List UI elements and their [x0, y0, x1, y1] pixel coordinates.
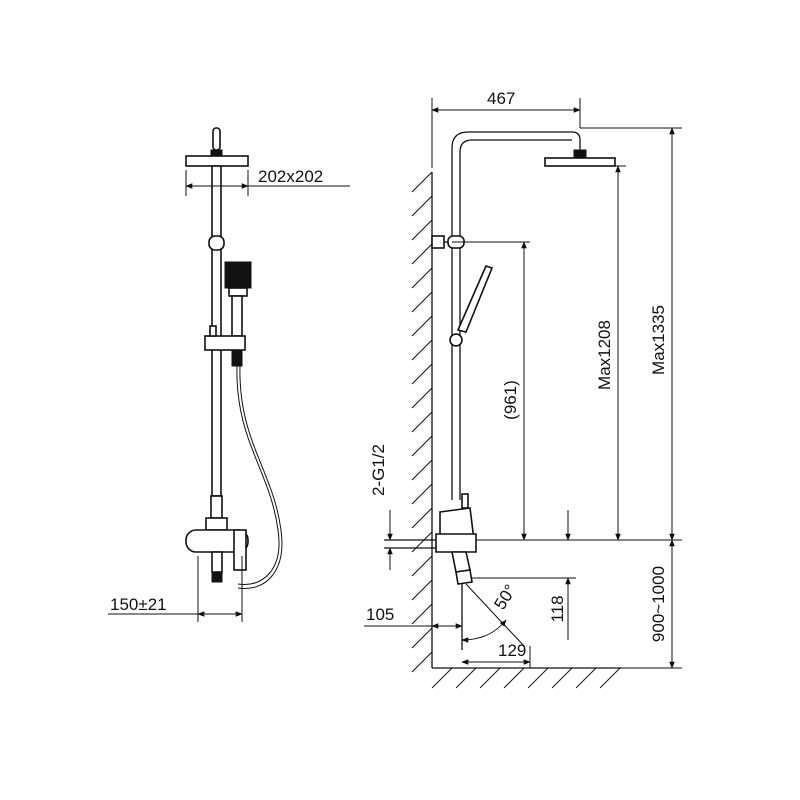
mixer-lever [233, 529, 247, 571]
slide-holder [204, 335, 246, 351]
spout-outlet [211, 571, 223, 583]
hand-shower-handle [231, 295, 243, 337]
bath-spout [211, 551, 223, 573]
dim-install-height: 900~1000 [649, 566, 668, 642]
wall-bracket-mount [431, 235, 445, 249]
dim-head-size: 202x202 [258, 167, 323, 186]
dim-spout-height: 118 [548, 595, 567, 622]
upper-wall-bracket [208, 235, 225, 251]
top-connector [212, 127, 221, 151]
hand-shower-head [224, 261, 252, 289]
shower-head-side [544, 157, 616, 167]
floor-hatch-pattern [431, 667, 621, 689]
riser-and-arm-inner [459, 139, 572, 500]
diverter-knob-side [461, 493, 469, 509]
dim-max-height-handshower: Max1208 [595, 320, 614, 390]
mixer-cartridge-side [435, 533, 477, 553]
spout-side [451, 551, 471, 573]
angle-arc [461, 619, 507, 643]
side-view: 467 (961) Max1208 Max1335 900~1000 118 2… [364, 89, 682, 689]
diverter-knob [210, 495, 223, 519]
riser-and-arm-outer [451, 131, 581, 500]
dim-inlet-thread: 2-G1/2 [369, 444, 388, 496]
head-connector [573, 149, 587, 159]
dim-spout-projection: 129 [498, 641, 526, 660]
slide-holder-knob [209, 325, 217, 337]
diverter-body [205, 517, 228, 531]
shower-hose [236, 365, 280, 586]
dim-rail-length: (961) [501, 380, 520, 420]
angle-ray [465, 583, 525, 647]
hand-shower-neck [228, 287, 248, 297]
hose-connector [231, 349, 243, 367]
front-view: 202x202 150±21 [108, 127, 350, 622]
wall-hatch-pattern [411, 171, 433, 673]
shower-hose-outline [237, 365, 283, 590]
dim-arm-reach: 467 [487, 89, 515, 108]
spout-outlet-side [455, 569, 473, 585]
dim-max-height-total: Max1335 [649, 305, 668, 375]
dim-inlet-spacing: 150±21 [110, 595, 167, 614]
dim-spout-angle: 50° [490, 581, 520, 613]
shower-head [185, 155, 249, 167]
slide-holder-side [449, 333, 463, 347]
hand-shower-side [456, 265, 494, 333]
dim-spout-offset: 105 [366, 605, 394, 624]
top-connector-nut [210, 149, 223, 157]
